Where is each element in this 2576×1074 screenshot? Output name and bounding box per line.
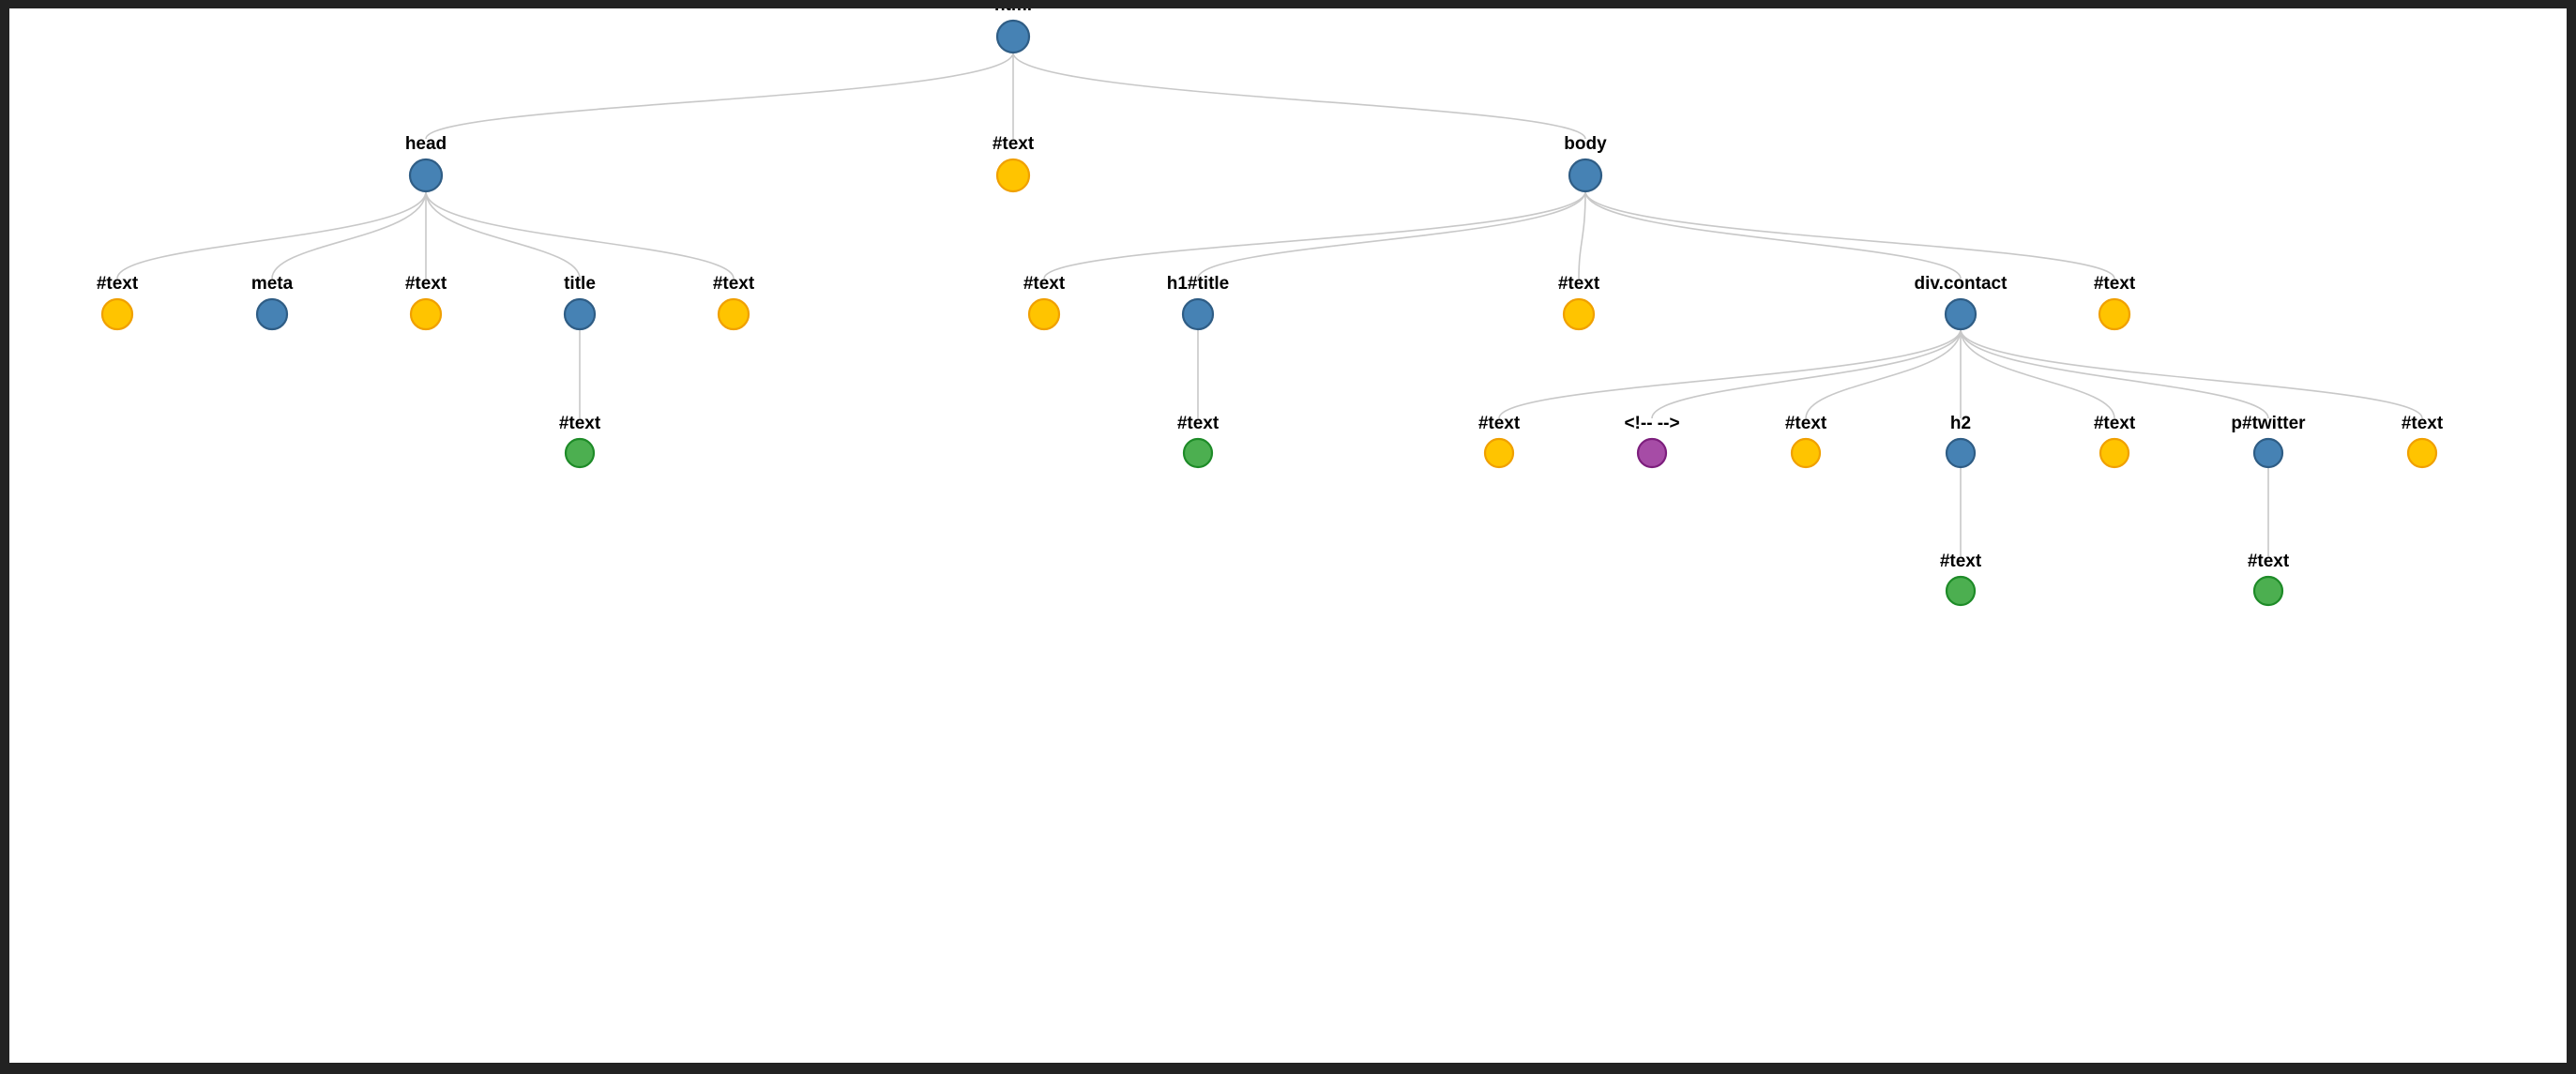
tree-node[interactable]: h2 (1945, 414, 1977, 469)
tree-node-label: #text (1940, 552, 1982, 571)
tree-node-label: head (405, 134, 447, 154)
tree-node-label: #text (1177, 414, 1220, 433)
tree-node-circle-text[interactable] (409, 297, 443, 331)
tree-node[interactable]: html (994, 8, 1032, 54)
tree-node[interactable]: #text (1785, 414, 1827, 469)
tree-node[interactable]: #text (2248, 552, 2290, 607)
tree-node-label: title (564, 274, 596, 294)
tree-node-label: #text (1785, 414, 1827, 433)
tree-edge (1584, 190, 2115, 280)
tree-node-label: #text (993, 134, 1035, 154)
tree-node[interactable]: h1#title (1167, 274, 1230, 331)
tree-node[interactable]: #text (1940, 552, 1982, 607)
tree-node-label: #text (2402, 414, 2444, 433)
tree-node-circle-element[interactable] (1944, 297, 1977, 331)
tree-node-label: #text (1558, 274, 1600, 294)
tree-node-circle-text[interactable] (1562, 297, 1596, 331)
tree-node[interactable]: #text (1558, 274, 1600, 331)
tree-node[interactable]: #text (97, 274, 139, 331)
tree-node-circle-element[interactable] (1181, 297, 1215, 331)
tree-node-label: body (1564, 134, 1607, 154)
tree-node[interactable]: #text (2402, 414, 2444, 469)
tree-node-label: h2 (1950, 414, 1971, 433)
tree-edge (425, 52, 1014, 140)
tree-edge (1584, 190, 1962, 280)
tree-edge (1960, 328, 2269, 419)
tree-node-circle-element[interactable] (255, 297, 289, 331)
tree-node-circle-text[interactable] (1483, 437, 1515, 469)
tree-edge (1805, 328, 1962, 419)
tree-node-label: html (994, 8, 1032, 15)
tree-node-label: <!-- --> (1624, 414, 1679, 433)
tree-node-label: #text (713, 274, 755, 294)
tree-edge (1043, 190, 1586, 280)
tree-edge (1578, 190, 1586, 280)
tree-edge (1012, 52, 1586, 140)
nodes-layer: html head #text body #text meta #text title #tex… (97, 8, 2444, 607)
dom-tree-graph[interactable]: html head #text body #text meta #text title #tex… (9, 8, 2567, 1063)
tree-node-circle-text[interactable] (2098, 297, 2131, 331)
tree-node-label: #text (2094, 274, 2136, 294)
tree-node-circle-element[interactable] (1568, 158, 1603, 193)
tree-edge (116, 190, 427, 280)
tree-node[interactable]: #text (993, 134, 1035, 193)
tree-node-label: #text (97, 274, 139, 294)
tree-node[interactable]: #text (713, 274, 755, 331)
tree-node-label: p#twitter (2231, 414, 2306, 433)
tree-node-circle-content[interactable] (1945, 575, 1977, 607)
tree-node-label: #text (559, 414, 601, 433)
tree-node[interactable]: div.contact (1915, 274, 2008, 331)
tree-node-circle-element[interactable] (1945, 437, 1977, 469)
tree-node[interactable]: #text (2094, 274, 2136, 331)
tree-node-label: h1#title (1167, 274, 1230, 294)
tree-node-circle-content[interactable] (2252, 575, 2284, 607)
tree-node-circle-text[interactable] (2099, 437, 2130, 469)
tree-edge (425, 190, 735, 280)
tree-node[interactable]: #text (2094, 414, 2136, 469)
tree-edge (1651, 328, 1962, 419)
tree-node-label: meta (251, 274, 294, 294)
tree-node[interactable]: #text (1177, 414, 1220, 469)
tree-node[interactable]: body (1564, 134, 1607, 193)
tree-node[interactable]: #text (1478, 414, 1521, 469)
tree-node-label: div.contact (1915, 274, 2008, 294)
tree-edge (1960, 328, 2115, 419)
tree-node-circle-text[interactable] (2406, 437, 2438, 469)
tree-node[interactable]: <!-- --> (1624, 414, 1680, 469)
tree-edge (425, 190, 581, 280)
tree-node-circle-text[interactable] (100, 297, 134, 331)
tree-node[interactable]: head (405, 134, 447, 193)
tree-node[interactable]: #text (559, 414, 601, 469)
tree-node-circle-content[interactable] (1182, 437, 1214, 469)
tree-edge (1960, 328, 2423, 419)
tree-node[interactable]: meta (251, 274, 294, 331)
tree-node-circle-text[interactable] (995, 158, 1031, 193)
tree-node-circle-element[interactable] (2252, 437, 2284, 469)
tree-node[interactable]: #text (1023, 274, 1066, 331)
tree-edge (271, 190, 427, 280)
tree-node-label: #text (1478, 414, 1521, 433)
edges-layer (116, 52, 2423, 556)
tree-node[interactable]: p#twitter (2231, 414, 2306, 469)
tree-node-circle-element[interactable] (408, 158, 444, 193)
tree-node[interactable]: #text (405, 274, 447, 331)
tree-node-circle-element[interactable] (563, 297, 597, 331)
tree-node-circle-text[interactable] (1790, 437, 1822, 469)
tree-node-label: #text (2094, 414, 2136, 433)
tree-node-circle-comment[interactable] (1636, 437, 1668, 469)
tree-node-circle-element[interactable] (995, 19, 1031, 54)
tree-node-circle-text[interactable] (1027, 297, 1061, 331)
tree-node-circle-text[interactable] (717, 297, 750, 331)
tree-edge (1498, 328, 1962, 419)
tree-node-label: #text (1023, 274, 1066, 294)
tree-node-circle-content[interactable] (564, 437, 596, 469)
tree-edge (1197, 190, 1586, 280)
tree-canvas[interactable]: html head #text body #text meta #text title #tex… (9, 8, 2567, 1063)
tree-node-label: #text (2248, 552, 2290, 571)
tree-node-label: #text (405, 274, 447, 294)
tree-node[interactable]: title (563, 274, 597, 331)
